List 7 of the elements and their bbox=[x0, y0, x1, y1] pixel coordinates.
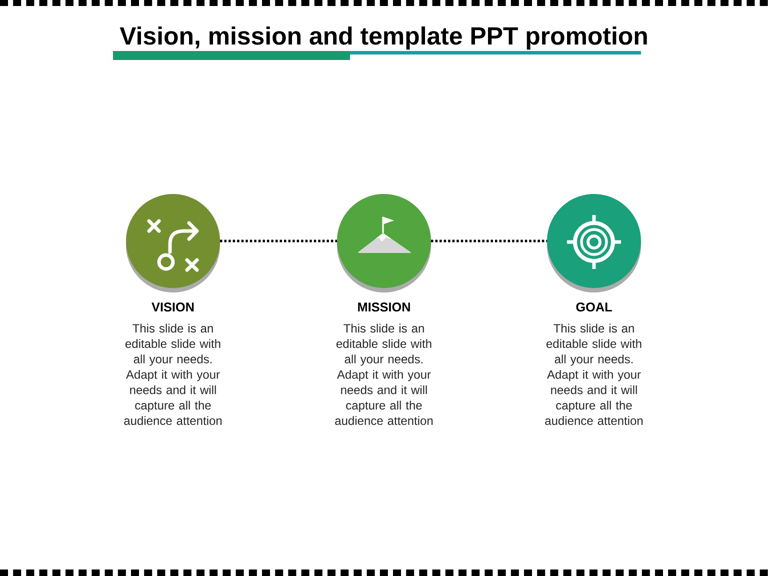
description-text: This slide is an editable slide with all your needs. Adapt it with your needs and it will capture all the audience attention bbox=[335, 324, 433, 425]
heading: GOAL bbox=[576, 302, 612, 312]
title: Vision, mission and template PPT promotion bbox=[120, 26, 647, 50]
heading: MISSION bbox=[358, 302, 410, 312]
description-text: This slide is an editable slide with all your needs. Adapt it with your needs and it will capture all the audience attention bbox=[124, 324, 222, 425]
heading: VISION bbox=[152, 302, 194, 312]
description-text: This slide is an editable slide with all your needs. Adapt it with your needs and it will capture all the audience attention bbox=[545, 324, 643, 425]
